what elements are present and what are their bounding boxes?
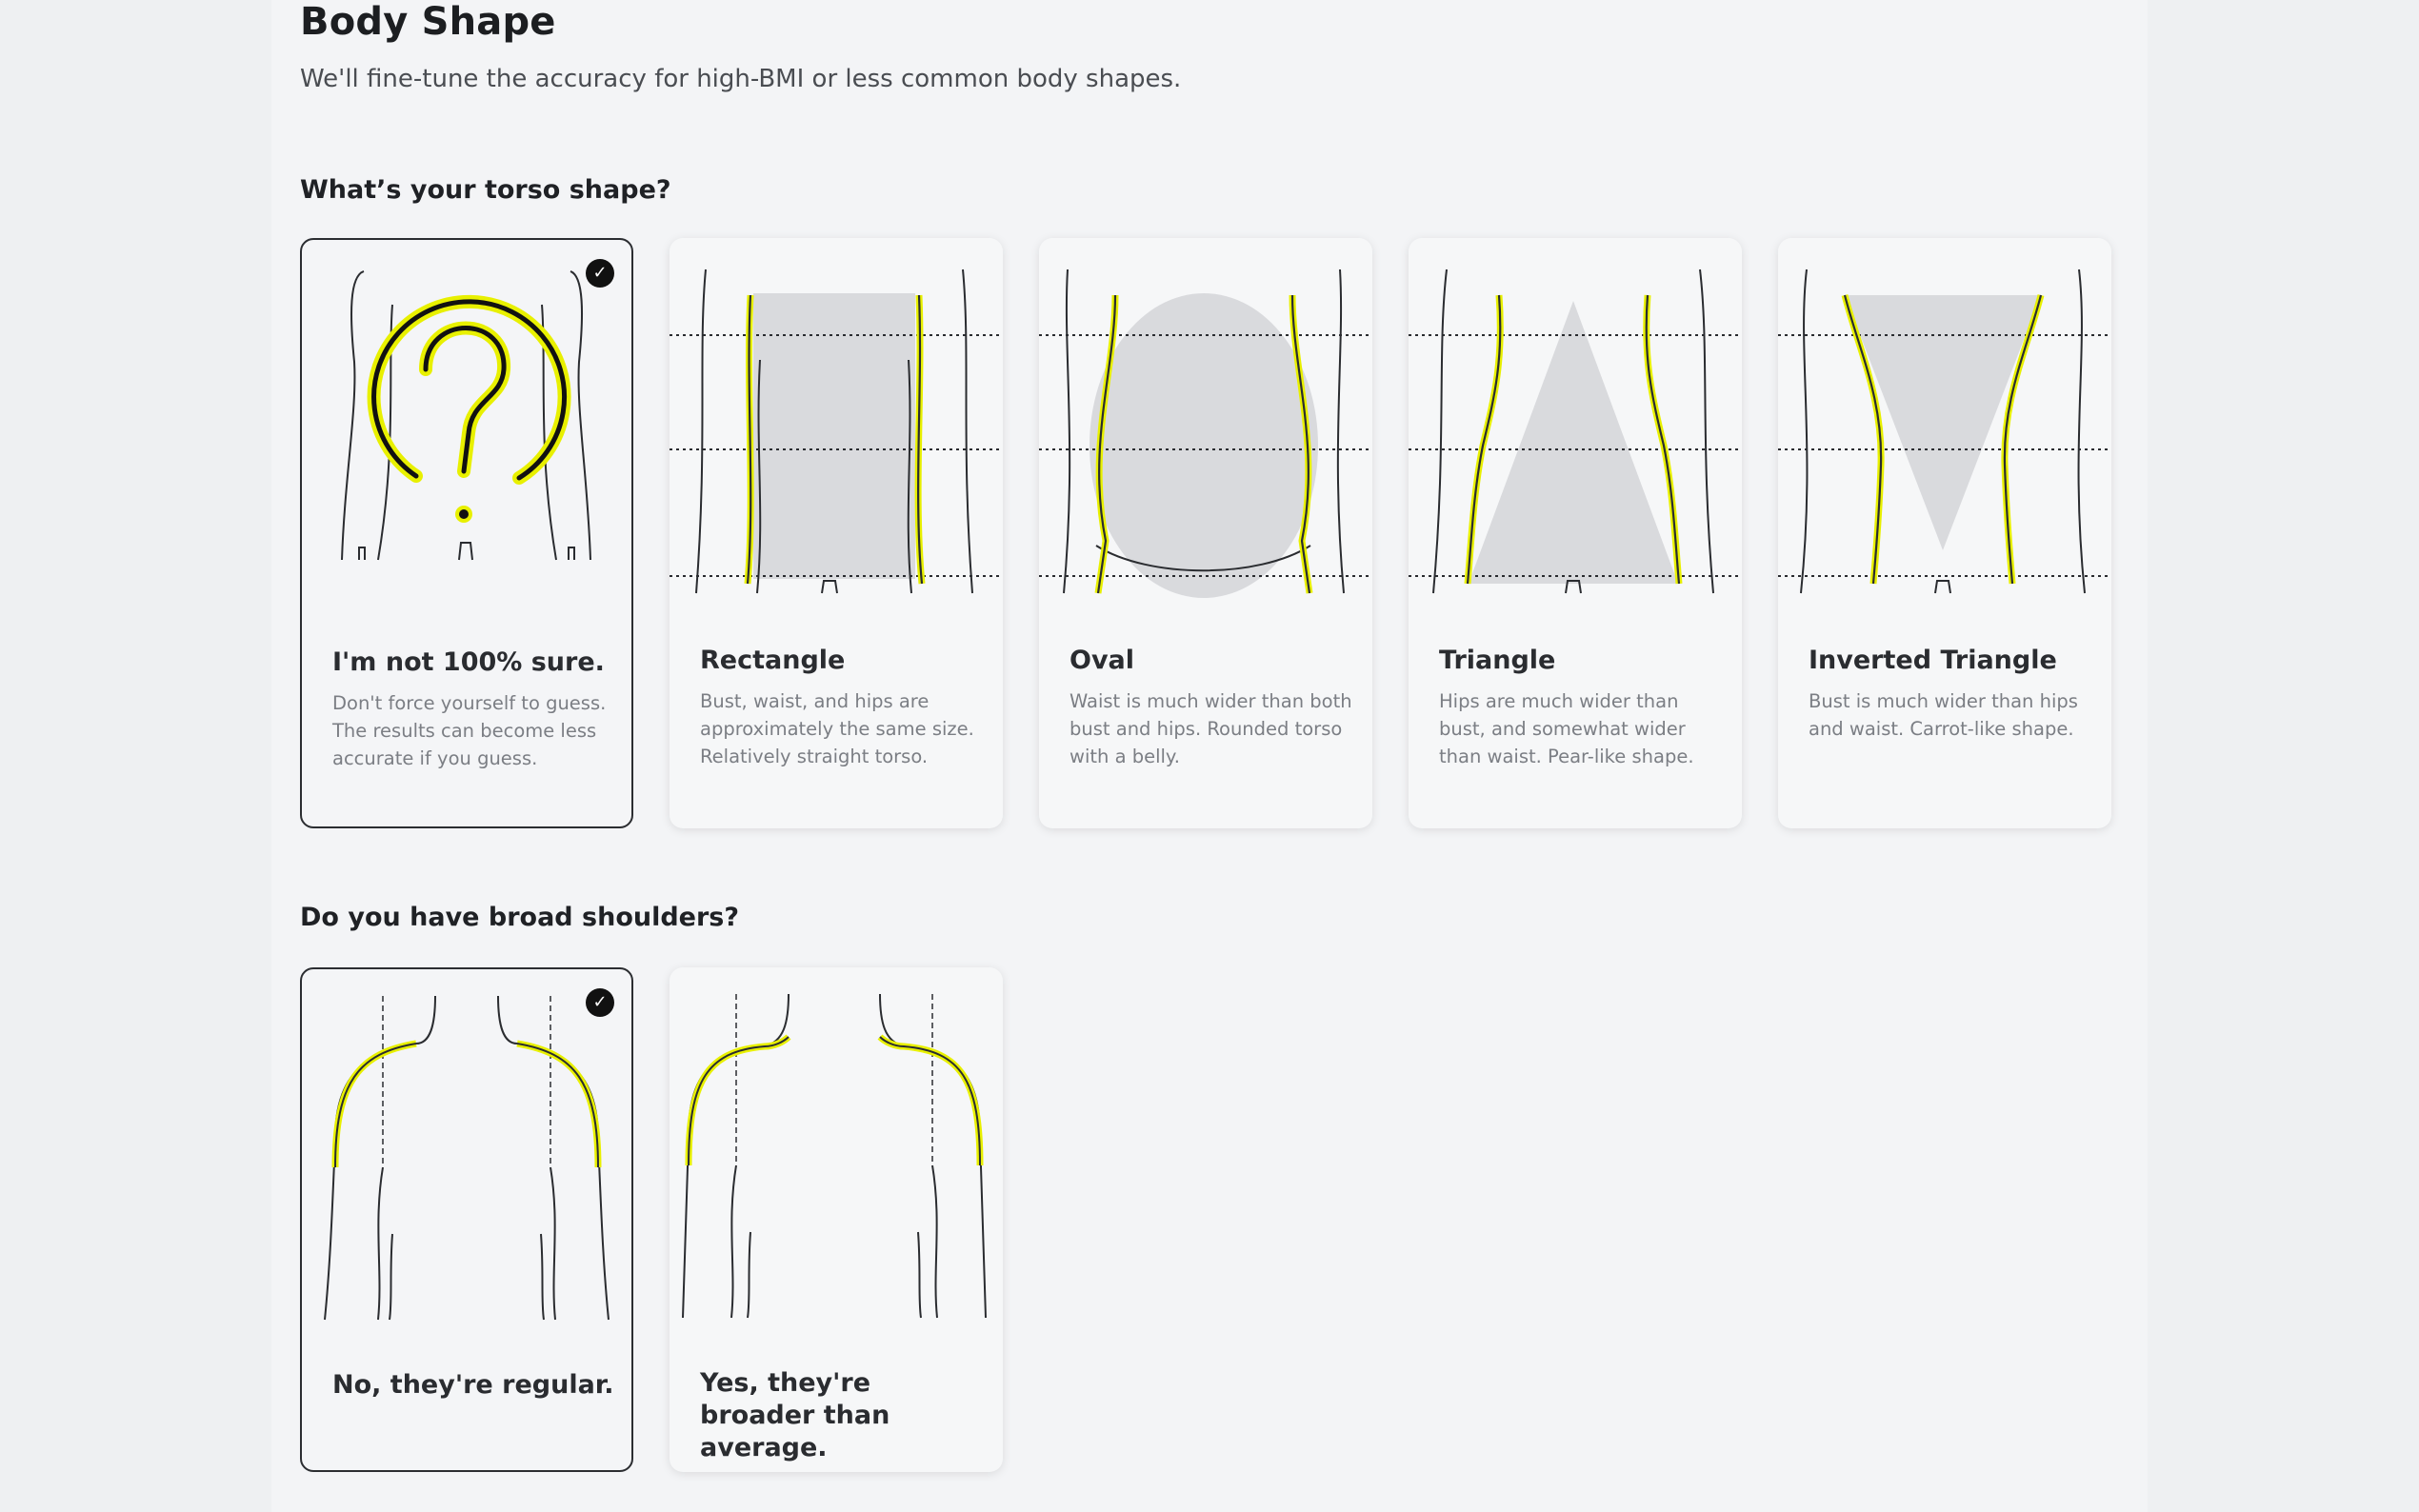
shoulders-question: Do you have broad shoulders? xyxy=(300,903,740,932)
option-description: Hips are much wider than bust, and somew… xyxy=(1439,690,1694,767)
torso-option-not-sure[interactable]: ✓ xyxy=(300,238,633,828)
option-description: Don't force yourself to guess. The resul… xyxy=(332,692,607,769)
torso-option-triangle[interactable]: Triangle Hips are much wider than bust, … xyxy=(1409,238,1742,828)
triangle-torso-icon xyxy=(1409,255,1738,594)
option-title: Yes, they're broader than average. xyxy=(700,1368,890,1462)
option-description: Waist is much wider than both bust and h… xyxy=(1070,690,1352,767)
rectangle-torso-icon xyxy=(670,255,999,594)
selected-check-icon: ✓ xyxy=(586,988,614,1017)
page-subtitle: We'll fine-tune the accuracy for high-BM… xyxy=(300,65,1182,93)
shoulders-option-broad[interactable]: Yes, they're broader than average. xyxy=(670,967,1003,1472)
shoulders-option-regular[interactable]: ✓ xyxy=(300,967,633,1472)
option-title: I'm not 100% sure. xyxy=(332,647,605,677)
inverted-triangle-torso-icon xyxy=(1778,255,2108,594)
option-description: Bust, waist, and hips are approximately … xyxy=(700,690,974,767)
regular-shoulders-icon xyxy=(302,986,631,1321)
body-shape-page: Body Shape We'll fine-tune the accuracy … xyxy=(271,0,2148,1512)
option-title: Oval xyxy=(1070,646,1135,675)
option-title: Rectangle xyxy=(700,646,846,675)
torso-question: What’s your torso shape? xyxy=(300,175,671,205)
option-title: No, they're regular. xyxy=(332,1370,614,1400)
oval-torso-icon xyxy=(1039,255,1369,598)
option-title: Triangle xyxy=(1439,646,1556,675)
torso-option-rectangle[interactable]: Rectangle Bust, waist, and hips are appr… xyxy=(670,238,1003,828)
question-mark-icon xyxy=(302,257,631,581)
page-title: Body Shape xyxy=(300,0,556,44)
selected-check-icon: ✓ xyxy=(586,259,614,288)
broad-shoulders-icon xyxy=(670,985,999,1319)
torso-option-inverted-triangle[interactable]: Inverted Triangle Bust is much wider tha… xyxy=(1778,238,2111,828)
torso-option-oval[interactable]: Oval Waist is much wider than both bust … xyxy=(1039,238,1372,828)
option-description: Bust is much wider than hips and waist. … xyxy=(1809,690,2078,740)
option-title: Inverted Triangle xyxy=(1809,646,2057,675)
